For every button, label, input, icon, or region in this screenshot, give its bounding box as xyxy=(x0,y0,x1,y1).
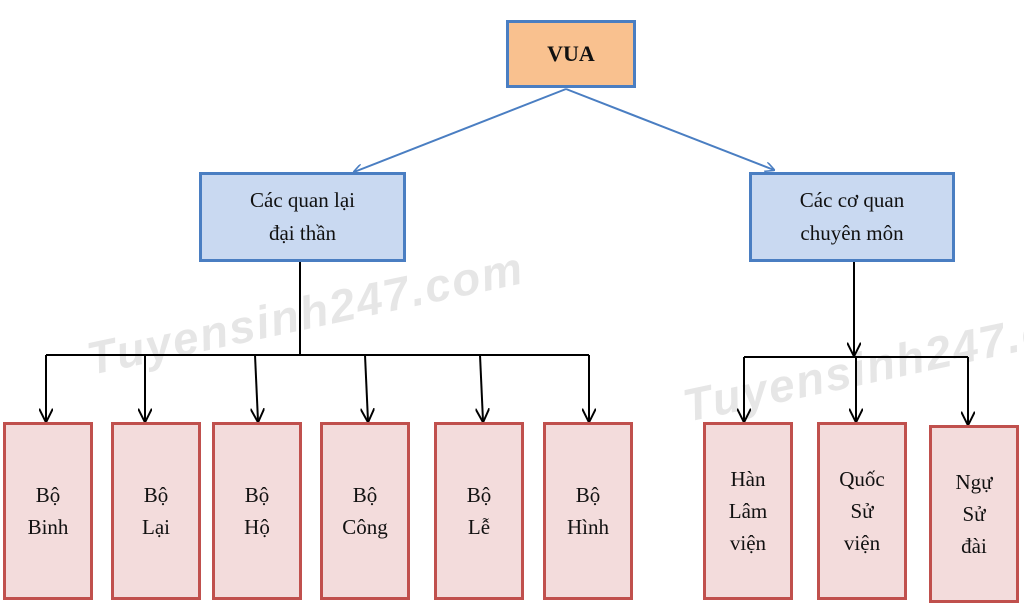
node-bo-le-line-2: Lễ xyxy=(467,515,491,539)
node-ngu-su-line-2: Sử xyxy=(962,502,986,526)
node-vua-label: VUA xyxy=(547,41,595,66)
node-han-lam-line-3: viện xyxy=(729,531,767,555)
node-han-lam-line-1: Hàn xyxy=(730,467,766,491)
node-bo-binh-line-1: Bộ xyxy=(35,483,61,507)
node-quoc-su-line-2: Sử xyxy=(850,499,874,523)
node-bo-hinh-line-2: Hình xyxy=(567,515,609,539)
node-ngu-su-line-3: đài xyxy=(961,534,987,558)
edge-king-agencies xyxy=(565,88,774,170)
node-bo-cong: Bộ Công xyxy=(320,422,410,600)
node-ngu-su-line-1: Ngự xyxy=(955,470,993,494)
node-bo-le: Bộ Lễ xyxy=(434,422,524,600)
node-bo-hinh-line-1: Bộ xyxy=(575,483,601,507)
edge-to-bo-cong xyxy=(365,354,368,421)
node-bo-lai-line-1: Bộ xyxy=(143,483,169,507)
edge-to-bo-ho xyxy=(255,354,258,421)
edge-king-officials xyxy=(354,88,567,172)
edge-to-bo-le xyxy=(480,354,483,421)
node-bo-lai: Bộ Lại xyxy=(111,422,201,600)
node-bo-ho: Bộ Hộ xyxy=(212,422,302,600)
node-bo-ho-line-2: Hộ xyxy=(244,515,270,539)
node-quoc-su-vien: Quốc Sử viện xyxy=(817,422,907,600)
node-han-lam-line-2: Lâm xyxy=(728,499,768,523)
node-bo-ho-line-1: Bộ xyxy=(244,483,270,507)
node-bo-le-line-1: Bộ xyxy=(466,483,492,507)
node-quoc-su-line-1: Quốc xyxy=(839,467,885,491)
node-vua: VUA xyxy=(506,20,636,88)
node-bo-hinh: Bộ Hình xyxy=(543,422,633,600)
node-bo-cong-line-2: Công xyxy=(342,515,388,539)
node-agencies-line-2: chuyên môn xyxy=(800,221,904,245)
node-officials-line-2: đại thần xyxy=(268,221,337,245)
node-bo-cong-line-1: Bộ xyxy=(352,483,378,507)
node-officials-line-1: Các quan lại xyxy=(250,188,355,212)
node-agencies: Các cơ quan chuyên môn xyxy=(749,172,955,262)
node-han-lam-vien: Hàn Lâm viện xyxy=(703,422,793,600)
node-bo-binh: Bộ Binh xyxy=(3,422,93,600)
node-bo-binh-line-2: Binh xyxy=(27,515,69,539)
node-agencies-line-1: Các cơ quan xyxy=(799,188,905,212)
node-bo-lai-line-2: Lại xyxy=(142,515,170,539)
node-officials: Các quan lại đại thần xyxy=(199,172,406,262)
node-ngu-su-dai: Ngự Sử đài xyxy=(929,425,1019,603)
node-quoc-su-line-3: viện xyxy=(843,531,881,555)
